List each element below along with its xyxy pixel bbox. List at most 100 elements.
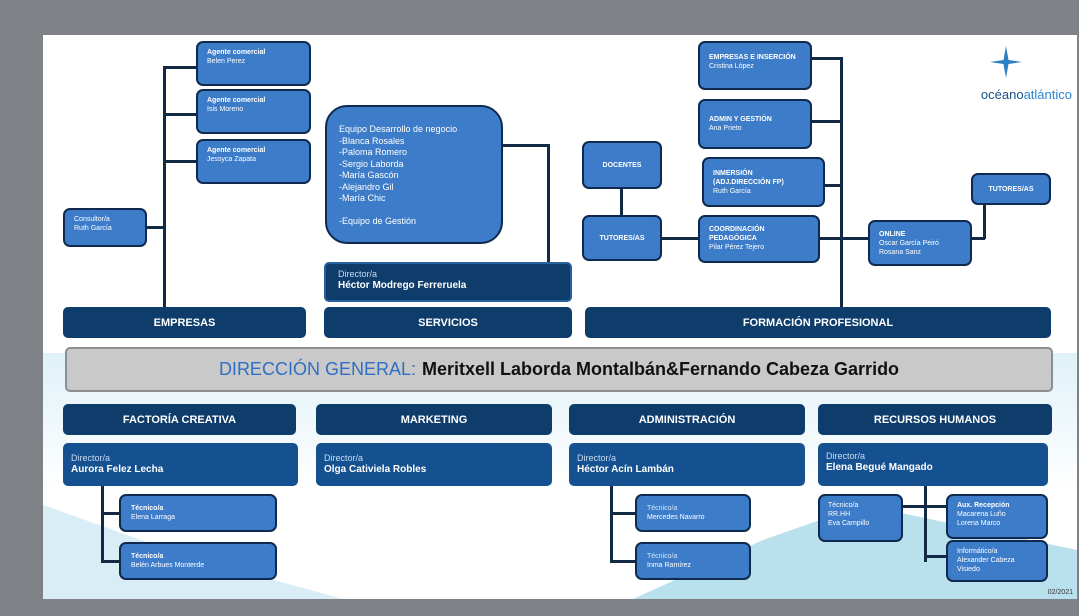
- director-role: Director/a: [324, 453, 364, 463]
- agent-role: Agente comercial: [207, 147, 266, 154]
- direccion-label: DIRECCIÓN GENERAL:: [218, 359, 416, 379]
- fp-name: Pilar Pérez Tejero: [709, 244, 765, 251]
- header-recursos-humanos: RECURSOS HUMANOS: [818, 404, 1052, 435]
- director-role: Director/a: [71, 453, 111, 463]
- team-spacer: [339, 205, 491, 217]
- tutores-right-box: TUTORES/AS: [971, 173, 1051, 205]
- coordinacion-box: COORDINACIÓN PEDAGÓGICA Pilar Pérez Tejero: [698, 215, 820, 263]
- logo-text-atlantico: atlántico: [1023, 87, 1072, 102]
- tecnico-name: Belén Arbues Monterde: [131, 562, 205, 569]
- fp-name: Cristina López: [709, 63, 754, 70]
- informatico-name: Visiedo: [957, 566, 980, 573]
- fp-name: Rosana Sanz: [879, 249, 922, 256]
- date-label: 02/2021: [1047, 589, 1073, 596]
- tecnico-role: Técnico/a: [131, 505, 164, 512]
- tecnico-name: Elena Larraga: [131, 514, 175, 521]
- header-servicios: SERVICIOS: [324, 307, 572, 338]
- tecnico-role: Técnico/a: [828, 502, 859, 509]
- empresas-insercion-box: EMPRESAS E INSERCIÓN Cristina López: [698, 41, 812, 90]
- fp-role: INMERSIÓN: [713, 170, 753, 177]
- fp-name: Oscar García Peiró: [879, 240, 939, 247]
- aux-role: Aux. Recepción: [957, 502, 1010, 509]
- director-name: Héctor Modrego Ferreruela: [338, 280, 467, 291]
- agent-role: Agente comercial: [207, 49, 266, 56]
- inmersion-box: INMERSIÓN (ADJ.DIRECCIÓN FP) Ruth García: [702, 157, 825, 207]
- director-name: Héctor Acín Lambán: [577, 464, 674, 475]
- equipo-desarrollo-box: Equipo Desarrollo de negocio -Blanca Ros…: [325, 105, 503, 244]
- header-formacion-profesional: FORMACIÓN PROFESIONAL: [585, 307, 1051, 338]
- header-factoria-creativa: FACTORÍA CREATIVA: [63, 404, 296, 435]
- header-empresas: EMPRESAS: [63, 307, 306, 338]
- informatico-name: Alexander Cabeza: [957, 557, 1015, 564]
- director-name: Olga Cativiela Robles: [324, 464, 427, 475]
- fp-name: Ana Prieto: [709, 125, 742, 132]
- agent-name: Belen Perez: [207, 58, 246, 65]
- header-administracion: ADMINISTRACIÓN: [569, 404, 805, 435]
- tecnico-name: Inma Ramírez: [647, 562, 691, 569]
- team-member: -Blanca Rosales: [339, 135, 405, 146]
- fp-role: EMPRESAS E INSERCIÓN: [709, 54, 796, 61]
- agent-role: Agente comercial: [207, 97, 266, 104]
- fp-role: COORDINACIÓN: [709, 226, 765, 233]
- tutores-left-box: TUTORES/AS: [582, 215, 662, 261]
- fp-role-detail: (ADJ.DIRECCIÓN FP): [713, 179, 784, 186]
- header-marketing: MARKETING: [316, 404, 552, 435]
- docentes-box: DOCENTES: [582, 141, 662, 189]
- director-role: Director/a: [338, 269, 378, 279]
- consultor-role: Consultor/a: [74, 216, 110, 223]
- consultor-name: Ruth García: [74, 225, 112, 232]
- team-member: -María Chic: [339, 193, 386, 203]
- direccion-general-banner: DIRECCIÓN GENERAL:Meritxell Laborda Mont…: [65, 347, 1053, 392]
- logo-wordmark: océanoatlántico: [956, 87, 1072, 102]
- star-logo-icon: [990, 46, 1022, 78]
- director-role: Director/a: [577, 453, 617, 463]
- fp-role: ONLINE: [879, 231, 906, 238]
- team-subgroup: -Equipo de Gestión: [339, 216, 417, 226]
- admin-gestion-box: ADMIN Y GESTIÓN Ana Prieto: [698, 99, 812, 149]
- director-role: Director/a: [826, 451, 866, 461]
- team-member: -Alejandro Gil: [339, 181, 394, 192]
- logo-text-oceano: océano: [980, 87, 1024, 102]
- tecnico-role-detail: RR.HH: [828, 511, 851, 518]
- director-name: Aurora Felez Lecha: [71, 464, 164, 475]
- fp-role: ADMIN Y GESTIÓN: [709, 116, 772, 123]
- fp-role-detail: PEDAGÓGICA: [709, 235, 757, 242]
- team-member: -María Gascón: [339, 170, 399, 180]
- tecnico-role: Técnico/a: [647, 505, 678, 512]
- aux-name: Macarena Luño: [957, 511, 1006, 518]
- tecnico-name: Mercedes Navarro: [647, 514, 705, 521]
- informatico-role: Informático/a: [957, 548, 998, 555]
- team-member: -Paloma Romero: [339, 147, 408, 157]
- fp-name: Ruth García: [713, 188, 751, 195]
- direccion-names: Meritxell Laborda Montalbán&Fernando Cab…: [421, 359, 900, 379]
- agent-name: Isis Moreno: [207, 106, 244, 113]
- tecnico-role: Técnico/a: [647, 553, 678, 560]
- team-title: Equipo Desarrollo de negocio: [339, 124, 458, 134]
- aux-name: Lorena Marco: [957, 520, 1001, 527]
- director-name: Elena Begué Mangado: [826, 462, 933, 473]
- team-member: -Sergio Laborda: [339, 158, 404, 169]
- agent-name: Jessyca Zapata: [207, 156, 257, 163]
- tecnico-name: Eva Campillo: [828, 520, 870, 527]
- oceanoatlantico-logo: océanoatlántico: [956, 44, 1072, 104]
- tecnico-role: Técnico/a: [131, 553, 164, 560]
